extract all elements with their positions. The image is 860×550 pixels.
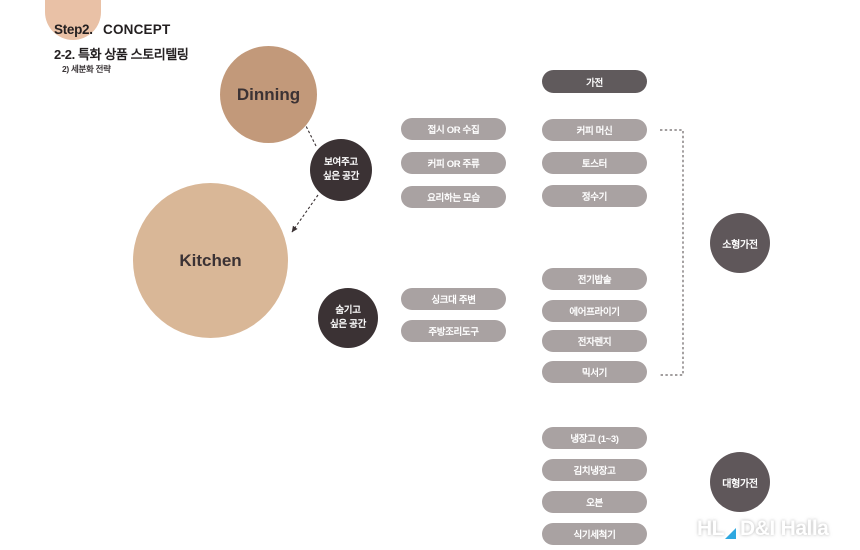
- circle-show-space: 보여주고 싶은 공간: [310, 139, 372, 201]
- pill-appliance-bottom-2[interactable]: 김치냉장고: [542, 459, 647, 481]
- circle-show-space-line1: 보여주고: [324, 157, 358, 169]
- pill-appliance-header[interactable]: 가전: [542, 70, 647, 93]
- circle-hide-space-line1: 숨기고: [335, 305, 361, 317]
- pill-appliance-middle-1[interactable]: 전기밥솥: [542, 268, 647, 290]
- pill-hide-scene-1[interactable]: 싱크대 주변: [401, 288, 506, 310]
- pill-show-scene-2[interactable]: 커피 OR 주류: [401, 152, 506, 174]
- circle-dinning-label: Dinning: [236, 84, 301, 104]
- circle-hide-space-line2: 싶은 공간: [329, 319, 367, 330]
- pill-hide-scene-2[interactable]: 주방조리도구: [401, 320, 506, 342]
- pill-appliance-top-2[interactable]: 토스터: [542, 152, 647, 174]
- circle-show-space-line2: 싶은 공간: [322, 171, 360, 182]
- logo-halla-text: Halla: [780, 517, 829, 540]
- pill-appliance-bottom-1[interactable]: 냉장고 (1~3): [542, 427, 647, 449]
- header-step-label: Step2.: [54, 22, 93, 37]
- circle-small-appliance: 소형가전: [710, 213, 770, 273]
- circle-kitchen: Kitchen: [133, 183, 288, 338]
- logo-di-text: D&I: [740, 517, 775, 540]
- circle-hide-space: 숨기고 싶은 공간: [318, 288, 378, 348]
- pill-appliance-middle-3[interactable]: 전자렌지: [542, 330, 647, 352]
- circle-small-appliance-label: 소형가전: [722, 239, 758, 251]
- logo-accent-mark-icon: [725, 528, 736, 539]
- pill-show-scene-1[interactable]: 접시 OR 수집: [401, 118, 506, 140]
- circle-large-appliance: 대형가전: [710, 452, 770, 512]
- pill-appliance-top-3[interactable]: 정수기: [542, 185, 647, 207]
- header-subtitle: 2-2. 특화 상품 스토리텔링: [54, 47, 189, 62]
- header-sub-subtitle: 2) 세분화 전략: [62, 64, 111, 74]
- pill-appliance-bottom-4[interactable]: 식기세척기: [542, 523, 647, 545]
- pill-appliance-top-1[interactable]: 커피 머신: [542, 119, 647, 141]
- pill-appliance-bottom-3[interactable]: 오븐: [542, 491, 647, 513]
- circle-large-appliance-label: 대형가전: [722, 478, 758, 490]
- page-title: CONCEPT: [103, 22, 171, 37]
- circle-dinning: Dinning: [220, 46, 317, 143]
- pill-appliance-middle-4[interactable]: 믹서기: [542, 361, 647, 383]
- logo-hl-text: HL: [697, 517, 725, 540]
- pill-show-scene-3[interactable]: 요리하는 모습: [401, 186, 506, 208]
- circle-kitchen-label: Kitchen: [179, 250, 242, 270]
- pill-appliance-middle-2[interactable]: 에어프라이기: [542, 300, 647, 322]
- halla-logo: HL D&I Halla: [697, 517, 829, 541]
